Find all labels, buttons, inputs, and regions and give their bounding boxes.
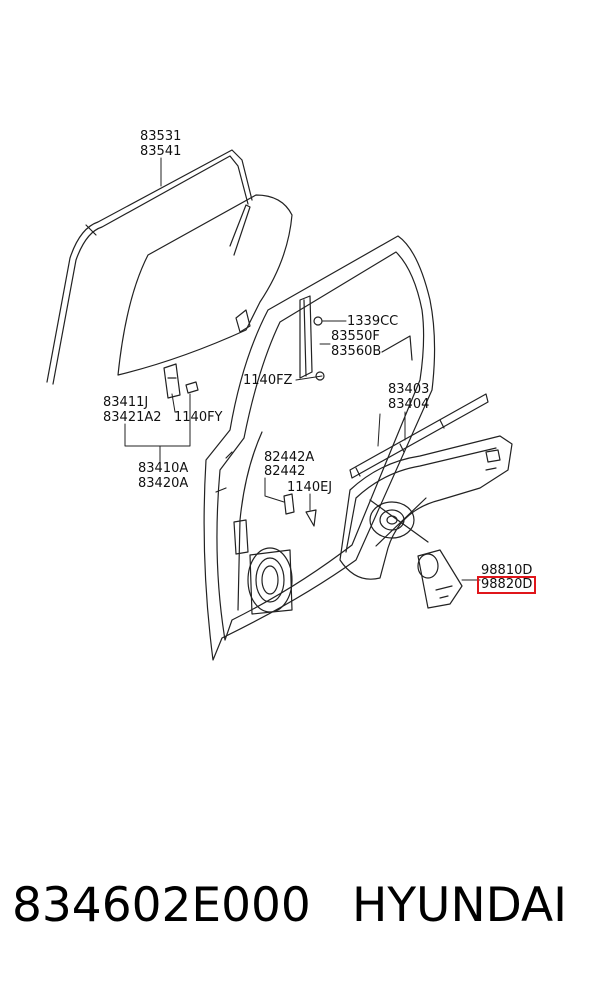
callout-98810d: 98810D [481, 563, 533, 578]
callout-83403: 83403 [388, 382, 430, 397]
callout-1140fz: 1140FZ [243, 373, 293, 388]
callout-1140fy: 1140FY [174, 410, 223, 425]
callout-82442a: 82442A [264, 450, 315, 465]
regulator-rail [349, 393, 489, 479]
footer: 834602E000 HYUNDAI [0, 878, 600, 948]
callout-82442: 82442 [264, 464, 306, 479]
callout-1339cc: 1339CC [347, 314, 399, 329]
regulator-motor [417, 549, 463, 609]
callout-1140ej: 1140EJ [287, 480, 333, 495]
callout-83550f: 83550F [331, 329, 380, 344]
door-clip [283, 493, 317, 527]
parts-diagram: 83531 83541 1339CC 83550F 83560B 1140FZ … [46, 129, 537, 661]
callout-83421a2: 83421A2 [103, 410, 162, 425]
door-panel [203, 235, 436, 661]
glass-holder [163, 363, 199, 399]
callout-98820d-highlighted[interactable]: 98820D [476, 576, 537, 594]
callout-83560b: 83560B [331, 344, 382, 359]
door-exploded-view [46, 149, 513, 661]
callout-83541: 83541 [140, 144, 182, 159]
callout-83411j: 83411J [103, 395, 149, 410]
part-number: 834602E000 [12, 878, 311, 933]
brand-name: HYUNDAI [352, 878, 567, 933]
window-regulator [339, 435, 513, 580]
rear-channel [299, 295, 325, 381]
speaker-opening [247, 547, 293, 615]
callout-83404: 83404 [388, 397, 430, 412]
window-glass [117, 194, 293, 376]
callout-83531: 83531 [140, 129, 182, 144]
callout-83410a: 83410A [138, 461, 189, 476]
callout-83420a: 83420A [138, 476, 189, 491]
leader-lines [124, 157, 481, 581]
glass-run-channel [46, 149, 253, 385]
